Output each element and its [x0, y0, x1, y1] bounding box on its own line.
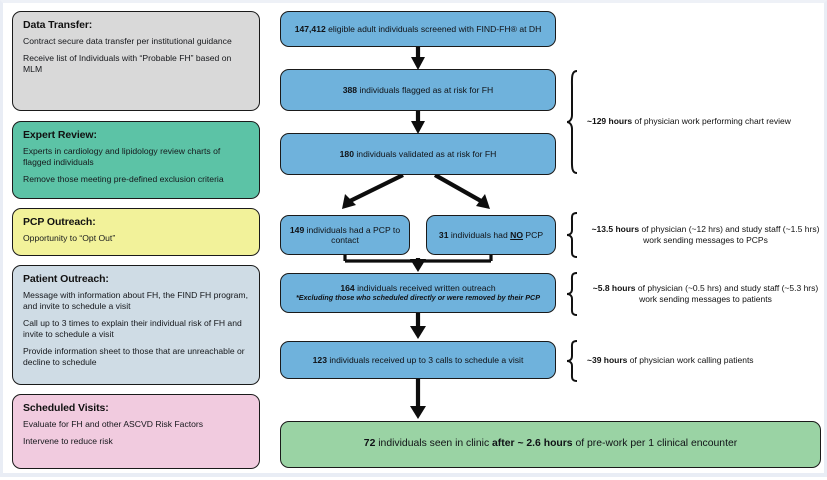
stage-panel-patient-outreach: Patient Outreach: Message with informati… [12, 265, 260, 385]
flow-box-text: 72 individuals seen in clinic after ~ 2.… [364, 438, 737, 451]
stage-line: Opportunity to “Opt Out” [23, 233, 116, 243]
flow-count: 180 [339, 148, 354, 159]
flow-box-text: 123 individuals received up to 3 calls t… [313, 355, 524, 365]
flow-label: individuals had [448, 229, 511, 240]
stage-panel-expert-review: Expert Review: Experts in cardiology and… [12, 121, 260, 199]
flow-count: 31 [438, 229, 449, 240]
flow-count: 164 [340, 282, 355, 293]
flow-emphasis: after ~ 2.6 hours [492, 438, 573, 450]
flow-label: individuals flagged as at risk for FH [357, 84, 494, 95]
flow-box-text: 388 individuals flagged as at risk for F… [343, 85, 493, 95]
flow-box-footnote: *Excluding those who scheduled directly … [295, 293, 541, 303]
stage-line: Contract secure data transfer per instit… [23, 36, 232, 46]
stage-line: Call up to 3 times to explain their indi… [23, 318, 242, 339]
flow-box-flagged: 388 individuals flagged as at risk for F… [280, 69, 556, 111]
annotation-text: ~39 hours of physician work calling pati… [587, 355, 754, 366]
flow-box-phone-calls: 123 individuals received up to 3 calls t… [280, 341, 556, 379]
flow-box-text: 164 individuals received written outreac… [340, 283, 495, 293]
annotation-hours: ~5.8 hours [592, 282, 636, 293]
annotation-patient-messaging: ~5.8 hours of physician (~0.5 hrs) and s… [566, 271, 824, 317]
flow-label: eligible adult individuals screened with… [325, 23, 542, 34]
flow-box-text: 180 individuals validated as at risk for… [340, 149, 497, 159]
flow-count: 123 [312, 354, 327, 365]
stage-panel-pcp-outreach: PCP Outreach: Opportunity to “Opt Out” [12, 208, 260, 256]
flow-box-text: 31 individuals had NO PCP [439, 230, 543, 240]
stage-panel-data-transfer: Data Transfer: Contract secure data tran… [12, 11, 260, 111]
flow-label: individuals seen in clinic [375, 438, 493, 450]
annotation-detail: of physician (~0.5 hrs) and study staff … [635, 282, 819, 304]
stage-panel-scheduled-visits: Scheduled Visits: Evaluate for FH and ot… [12, 394, 260, 469]
stage-title: Expert Review: [23, 129, 97, 141]
flow-label: individuals received written outreach [354, 282, 496, 293]
flow-label: individuals had a PCP to contact [304, 224, 401, 245]
curly-brace-icon [566, 272, 578, 316]
annotation-hours: ~129 hours [587, 116, 633, 127]
curly-brace-icon [566, 212, 578, 258]
flow-box-text: 147,412 eligible adult individuals scree… [295, 24, 542, 34]
flow-count: 72 [363, 438, 376, 450]
annotation-calling-patients: ~39 hours of physician work calling pati… [566, 339, 754, 383]
annotation-text: ~129 hours of physician work performing … [587, 116, 791, 127]
annotation-text: ~13.5 hours of physician (~12 hrs) and s… [587, 224, 824, 247]
stage-line: Evaluate for FH and other ASCVD Risk Fac… [23, 419, 204, 429]
flow-box-no-pcp: 31 individuals had NO PCP [426, 215, 556, 255]
flow-box-seen-in-clinic: 72 individuals seen in clinic after ~ 2.… [280, 421, 821, 468]
curly-brace-icon [566, 70, 578, 174]
stage-line: Remove those meeting pre-defined exclusi… [23, 174, 224, 184]
flow-count: 388 [342, 84, 358, 95]
flow-box-screened: 147,412 eligible adult individuals scree… [280, 11, 556, 47]
stage-line: Intervene to reduce risk [23, 436, 113, 446]
flow-box-has-pcp: 149 individuals had a PCP to contact [280, 215, 410, 255]
flow-box-text: 149 individuals had a PCP to contact [288, 225, 402, 246]
annotation-detail: of physician (~12 hrs) and study staff (… [639, 223, 820, 245]
curly-brace-icon [566, 340, 578, 382]
flow-emphasis: NO [510, 229, 524, 240]
stage-line: Provide information sheet to those that … [23, 346, 245, 367]
annotation-pcp-messaging: ~13.5 hours of physician (~12 hrs) and s… [566, 211, 824, 259]
stage-title: Data Transfer: [23, 19, 93, 31]
annotation-chart-review: ~129 hours of physician work performing … [566, 69, 791, 175]
stage-title: Scheduled Visits: [23, 402, 109, 414]
annotation-hours: ~13.5 hours [591, 223, 640, 234]
stage-line: Receive list of Individuals with “Probab… [23, 53, 232, 74]
stage-title: Patient Outreach: [23, 273, 109, 285]
flow-box-written-outreach: 164 individuals received written outreac… [280, 273, 556, 313]
annotation-text: ~5.8 hours of physician (~0.5 hrs) and s… [587, 283, 824, 306]
stage-line: Message with information about FH, the F… [23, 290, 248, 311]
annotation-detail: of physician work calling patients [627, 355, 754, 366]
stage-line: Experts in cardiology and lipidology rev… [23, 146, 221, 167]
annotation-hours: ~39 hours [587, 355, 628, 366]
stage-title: PCP Outreach: [23, 216, 96, 228]
flow-label: individuals received up to 3 calls to sc… [327, 354, 524, 365]
flow-label-after: PCP [523, 229, 544, 240]
flow-count: 147,412 [294, 23, 326, 34]
flow-label: individuals validated as at risk for FH [354, 148, 497, 159]
flow-label-after: of pre-work per 1 clinical encounter [572, 438, 738, 450]
flow-box-validated: 180 individuals validated as at risk for… [280, 133, 556, 175]
annotation-detail: of physician work performing chart revie… [632, 116, 791, 127]
flow-count: 149 [289, 224, 305, 235]
